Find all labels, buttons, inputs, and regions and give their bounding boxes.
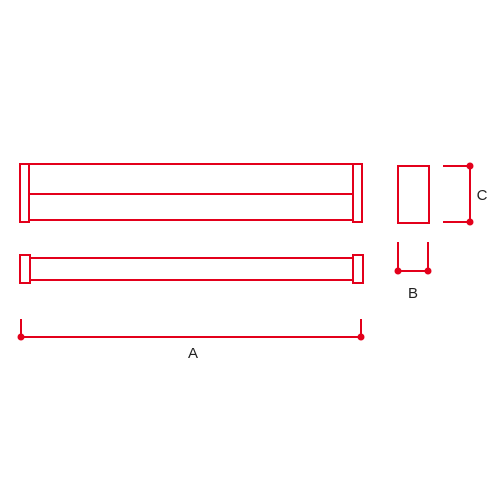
side-view-profile xyxy=(397,165,430,224)
tube-end-cap-right xyxy=(352,254,364,284)
dimension-c-dot-top xyxy=(466,162,474,170)
front-view-tube xyxy=(19,254,364,284)
tube-end-cap-left xyxy=(19,254,31,284)
dimension-c xyxy=(443,162,474,226)
body-end-cap-left xyxy=(19,163,30,223)
dimension-b-dot-left xyxy=(394,267,402,275)
dimension-a xyxy=(17,319,365,341)
dimension-a-dot-right xyxy=(357,333,365,341)
dimension-b xyxy=(394,242,432,275)
body-end-cap-right xyxy=(352,163,363,223)
dimension-b-dot-right xyxy=(424,267,432,275)
dimension-c-dot-bottom xyxy=(466,218,474,226)
front-view-body xyxy=(19,163,363,223)
dimension-b-label: B xyxy=(408,285,418,302)
dimension-a-label: A xyxy=(188,345,198,362)
dimension-c-label: C xyxy=(477,187,488,204)
dimension-a-dot-left xyxy=(17,333,25,341)
